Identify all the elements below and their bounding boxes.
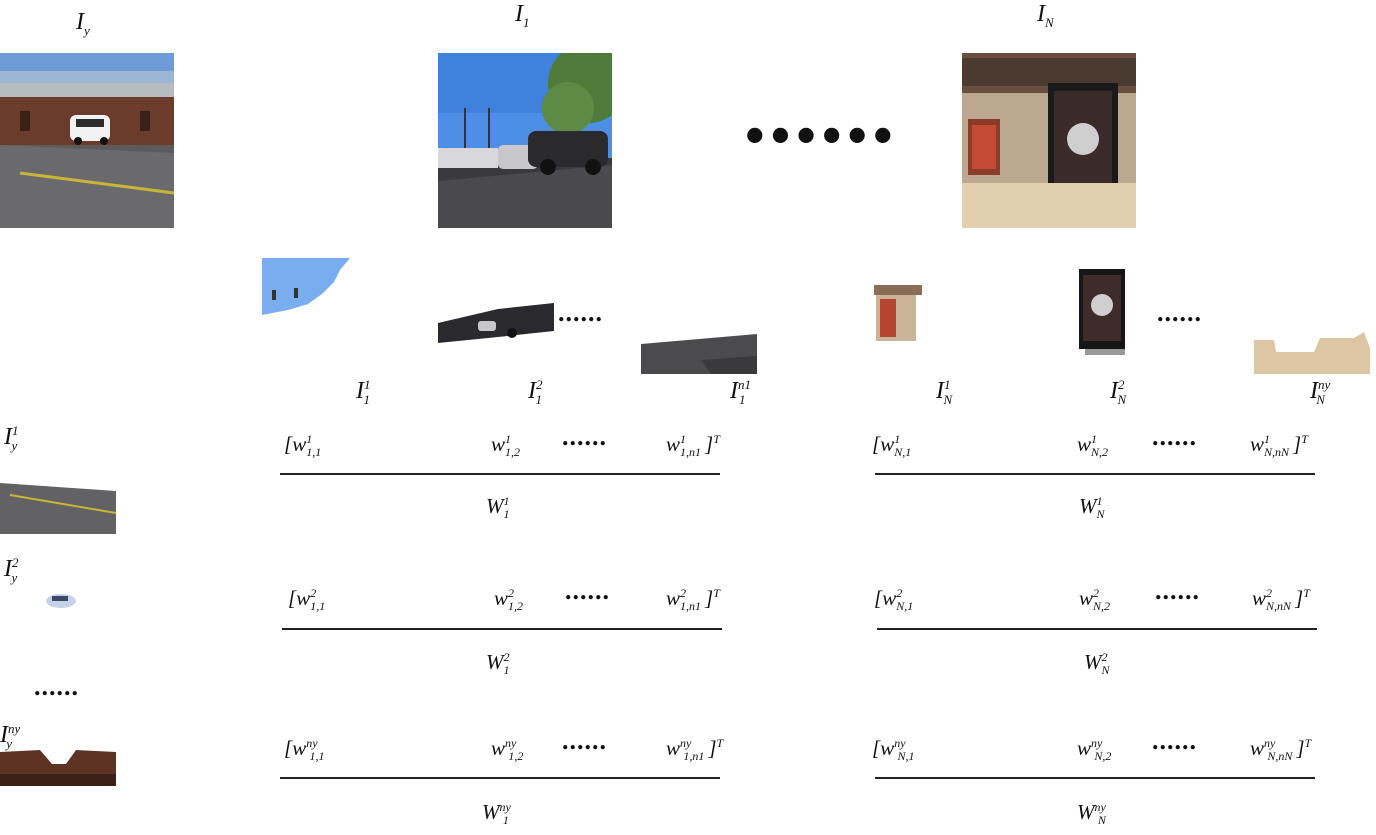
row2-right-label: W2N <box>1084 650 1110 678</box>
row3-left-label: Wny1 <box>482 800 511 828</box>
row1-left-w1: [w11,1 <box>284 432 322 460</box>
row3-right-ellipsis: ...... <box>1152 726 1197 755</box>
row1-left-rule <box>280 473 720 475</box>
label-iy-1: I1y <box>4 423 19 453</box>
label-iy-2: I2y <box>4 555 19 585</box>
label-i1-2: I21 <box>528 377 543 407</box>
row3-left-ellipsis: ...... <box>562 726 607 755</box>
database-image-n-mall <box>962 53 1136 228</box>
query-image-parking-lot <box>0 53 174 228</box>
label-i1-n: In11 <box>730 377 751 407</box>
segment-ellipsis-left: ...... <box>558 298 603 327</box>
label-in-1: I1N <box>936 377 953 407</box>
row3-right-label: WnyN <box>1077 800 1106 828</box>
segment-i1-n-road <box>641 334 757 374</box>
row1-right-label: W1N <box>1079 494 1105 522</box>
row2-left-label: W21 <box>486 650 510 678</box>
row1-right-w2: w1N,2 <box>1077 432 1109 460</box>
row3-right-w1: [wnyN,1 <box>872 736 915 764</box>
label-i1-1: I11 <box>356 377 371 407</box>
query-segment-n-building <box>0 740 116 786</box>
row2-left-wn: w21,n1]T <box>666 586 720 614</box>
row1-right-rule <box>875 473 1315 475</box>
row1-left-wn: w11,n1]T <box>666 432 720 460</box>
segment-ellipsis-right: ...... <box>1157 298 1202 327</box>
segment-i1-2-car <box>438 303 554 343</box>
row2-right-w2: w2N,2 <box>1079 586 1111 614</box>
segment-i1-1-sky <box>262 258 350 315</box>
row3-left-w2: wny1,2 <box>491 736 524 764</box>
row3-right-w2: wnyN,2 <box>1077 736 1112 764</box>
segment-in-n-floor <box>1254 332 1370 374</box>
segment-in-1-shop <box>874 285 922 341</box>
row1-right-ellipsis: ...... <box>1152 422 1197 451</box>
row3-left-wn: wny1,n1]T <box>666 736 724 764</box>
label-in-n: InyN <box>1310 377 1331 407</box>
label-i-1: I1 <box>515 1 530 30</box>
label-iy-n: Inyy <box>0 721 21 751</box>
row3-right-wn: wnyN,nN]T <box>1250 736 1312 764</box>
row3-right-rule <box>875 777 1315 779</box>
query-segment-2-car <box>44 590 78 610</box>
label-i-y: Iy <box>76 9 90 38</box>
row1-right-wn: w1N,nN]T <box>1250 432 1308 460</box>
row2-left-ellipsis: ...... <box>565 576 610 605</box>
big-ellipsis: •••••• <box>745 105 899 167</box>
row2-right-w1: [w2N,1 <box>874 586 914 614</box>
query-segment-1-road <box>0 483 116 534</box>
row2-right-rule <box>877 628 1317 630</box>
row2-left-rule <box>282 628 722 630</box>
row1-left-w2: w11,2 <box>491 432 521 460</box>
label-in-2: I2N <box>1110 377 1127 407</box>
database-image-1-street <box>438 53 612 228</box>
row1-right-w1: [w1N,1 <box>872 432 912 460</box>
segment-in-2-poster <box>1077 269 1129 355</box>
row1-left-label: W11 <box>486 494 510 522</box>
label-i-n: IN <box>1037 1 1054 30</box>
row1-left-ellipsis: ...... <box>562 422 607 451</box>
row2-right-ellipsis: ...... <box>1155 576 1200 605</box>
row2-left-w1: [w21,1 <box>288 586 326 614</box>
row3-left-rule <box>280 777 720 779</box>
row2-right-wn: w2N,nN]T <box>1252 586 1310 614</box>
query-segment-ellipsis: ...... <box>34 672 79 701</box>
row2-left-w2: w21,2 <box>494 586 524 614</box>
row3-left-w1: [wny1,1 <box>284 736 325 764</box>
